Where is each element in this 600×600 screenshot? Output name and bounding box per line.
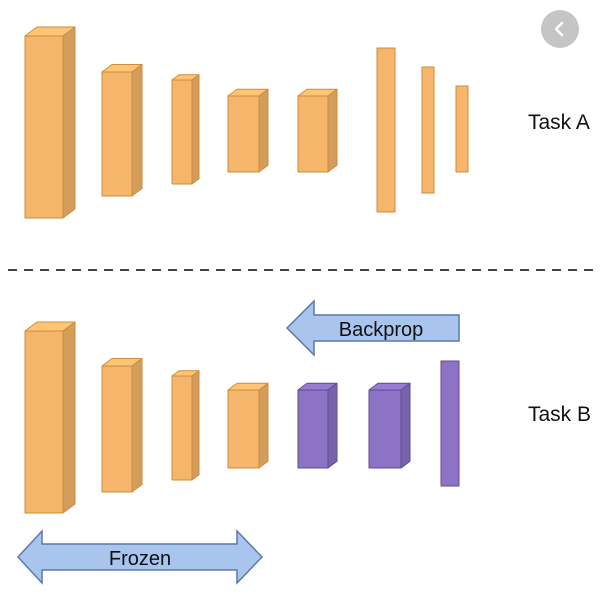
back-button[interactable] (541, 10, 579, 48)
frozen-arrow: Frozen (16, 529, 264, 585)
task-a-layer-3 (171, 74, 200, 185)
task-a-network (24, 26, 469, 219)
task-a-layer-4 (227, 88, 269, 173)
task-b-label: Task B (528, 403, 591, 426)
task-b-layer-5 (297, 382, 338, 469)
task-a-layer-6 (376, 47, 396, 213)
task-a-layer-7 (421, 66, 435, 194)
backprop-arrow: Backprop (285, 299, 460, 357)
task-a-layer-8 (455, 85, 469, 173)
task-a-layer-2 (101, 64, 143, 197)
frozen-label: Frozen (109, 548, 171, 570)
task-b-layer-6 (368, 382, 411, 469)
task-a-layer-5 (297, 88, 338, 173)
task-b-layer-2 (101, 358, 143, 493)
task-b-layer-4 (227, 382, 269, 469)
chevron-left-icon (554, 21, 564, 37)
task-b-network (24, 321, 460, 514)
task-a-layer-1 (24, 26, 76, 219)
task-b-layer-7 (440, 360, 460, 487)
backprop-label: Backprop (339, 319, 424, 341)
task-b-layer-3 (171, 370, 200, 481)
task-b-layer-1 (24, 321, 76, 514)
task-a-label: Task A (528, 111, 590, 134)
